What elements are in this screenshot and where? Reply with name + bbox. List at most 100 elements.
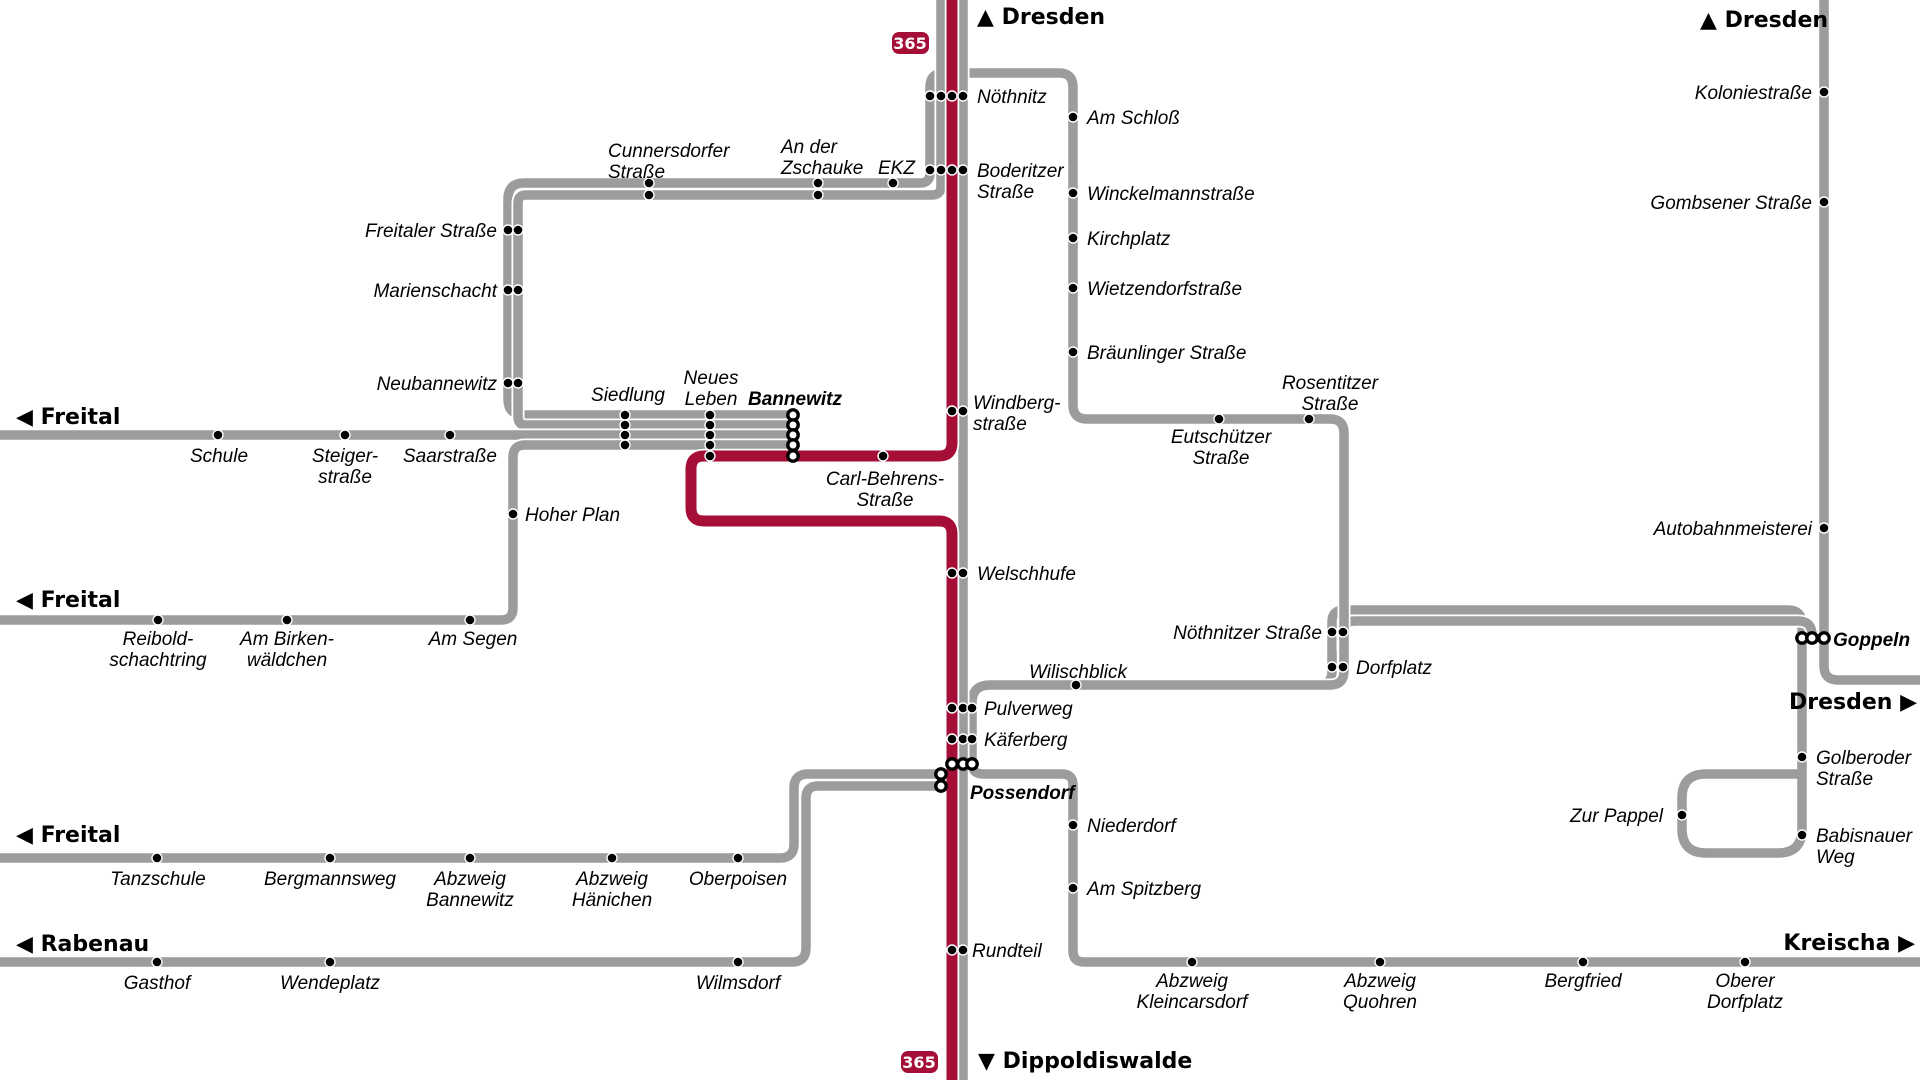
stop-dot-Rosentitzer Straße xyxy=(1303,413,1315,425)
station-label-line: Bergmannsweg xyxy=(263,869,397,890)
station-label-line: Leben xyxy=(684,389,738,410)
station-label-line: straße xyxy=(973,414,1027,435)
stop-dot-An der Zschauke xyxy=(812,189,824,201)
station-label-Saarstraße: Saarstraße xyxy=(403,446,497,467)
stop-dot-Rundteil xyxy=(957,944,969,956)
station-label-line: Boderitzer xyxy=(977,161,1064,182)
koloniestrasse-goppeln-dresden-line xyxy=(1819,0,1920,685)
terminal-ring-Possendorf xyxy=(934,779,948,793)
stop-dot-Abzweig Kleincarsdorf xyxy=(1186,956,1198,968)
station-label-Dorfplatz: Dorfplatz xyxy=(1356,658,1432,679)
stop-dot-Kirchplatz xyxy=(1067,232,1079,244)
station-label-Rosentitzer Straße: RosentitzerStraße xyxy=(1282,373,1378,415)
stop-dot-Freitaler Straße xyxy=(512,224,524,236)
stop-dot-Zur Pappel xyxy=(1676,809,1688,821)
stop-dot-Eutschützer Straße xyxy=(1213,413,1225,425)
stop-dot-Tanzschule xyxy=(151,852,163,864)
stop-dot-Nöthnitz xyxy=(924,90,936,102)
station-label-line: Schule xyxy=(189,446,249,467)
stop-dot-Cunnersdorfer Straße xyxy=(643,189,655,201)
direction-label-kreischa-right: Kreischa ▶ xyxy=(1783,931,1915,956)
station-label-Wilmsdorf: Wilmsdorf xyxy=(696,973,780,994)
station-label-Wietzendorfstraße: Wietzendorfstraße xyxy=(1087,279,1242,300)
stop-dot-Nöthnitz xyxy=(935,90,947,102)
station-label-line: Cunnersdorfer xyxy=(608,141,730,162)
station-label-line: Hänichen xyxy=(571,890,653,911)
stop-dot-Gasthof xyxy=(151,956,163,968)
stop-dot-Käferberg xyxy=(966,733,978,745)
station-label-line: Straße xyxy=(977,182,1035,203)
station-label-Am Schloß: Am Schloß xyxy=(1087,108,1180,129)
station-label-line: Nöthnitz xyxy=(977,87,1047,108)
stop-dot-Steigerstraße xyxy=(339,429,351,441)
line-number-badge: 365 xyxy=(891,32,929,54)
station-label-Neues Leben: NeuesLeben xyxy=(684,368,739,410)
station-label-line: Quohren xyxy=(1343,992,1417,1013)
station-label-Bannewitz: Bannewitz xyxy=(748,389,842,410)
stop-dot-Siedlung xyxy=(619,439,631,451)
station-label-line: Niederdorf xyxy=(1087,816,1176,837)
stop-dot-Nöthnitzer Straße xyxy=(1337,626,1349,638)
stop-dot-Gombsener Straße xyxy=(1818,196,1830,208)
station-label-Cunnersdorfer Straße: CunnersdorferStraße xyxy=(608,141,729,183)
station-label-line: schachtring xyxy=(109,650,207,671)
station-label-line: Wilmsdorf xyxy=(695,973,781,994)
station-label-line: wäldchen xyxy=(246,650,328,671)
station-label-Am Segen: Am Segen xyxy=(429,629,518,650)
station-label-line: Siedlung xyxy=(591,385,665,406)
station-label-Gasthof: Gasthof xyxy=(124,973,191,994)
stop-dot-Am Segen xyxy=(464,614,476,626)
station-label-line: Wietzendorfstraße xyxy=(1087,279,1243,300)
direction-label-freital-2: ◀ Freital xyxy=(16,588,121,613)
stop-dot-Welschhufe xyxy=(957,567,969,579)
stop-dot-Wilischblick xyxy=(1070,679,1082,691)
terminal-ring-Possendorf xyxy=(965,757,979,771)
direction-label-rabenau: ◀ Rabenau xyxy=(16,932,150,957)
stop-dot-Boderitzer Straße xyxy=(946,164,958,176)
station-label-line: Oberpoisen xyxy=(688,869,788,890)
station-label-line: Käferberg xyxy=(984,730,1068,751)
direction-label-dippoldiswalde-bottom: ▼ Dippoldiswalde xyxy=(978,1049,1193,1074)
station-label-line: Am Schloß xyxy=(1087,108,1180,129)
station-label-Abzweig Bannewitz: AbzweigBannewitz xyxy=(426,869,514,911)
station-label-Abzweig Quohren: AbzweigQuohren xyxy=(1343,971,1417,1013)
stop-dot-Niederdorf xyxy=(1067,819,1079,831)
station-label-Oberpoisen: Oberpoisen xyxy=(689,869,787,890)
station-label-Niederdorf: Niederdorf xyxy=(1087,816,1176,837)
station-label-line: Neues xyxy=(683,368,739,389)
station-label-Neubannewitz: Neubannewitz xyxy=(377,374,497,395)
station-label-Am Spitzberg: Am Spitzberg xyxy=(1087,879,1201,900)
stop-dot-Windbergstraße xyxy=(946,405,958,417)
station-label-Kirchplatz: Kirchplatz xyxy=(1087,229,1170,250)
station-label-line: Windberg- xyxy=(973,393,1061,414)
station-label-line: Babisnauer xyxy=(1816,826,1913,847)
station-label-line: Zschauke xyxy=(781,158,864,179)
stop-dot-Am Spitzberg xyxy=(1067,882,1079,894)
stop-dot-Boderitzer Straße xyxy=(935,164,947,176)
stop-dot-Am Schloß xyxy=(1067,111,1079,123)
stop-dot-Neues Leben xyxy=(704,450,716,462)
station-label-Possendorf: Possendorf xyxy=(970,783,1075,804)
station-label-line: Straße xyxy=(1816,769,1874,790)
stop-dot-Pulverweg xyxy=(946,702,958,714)
direction-label-freital-3: ◀ Freital xyxy=(16,823,121,848)
station-label-line: Freitaler Straße xyxy=(365,221,497,242)
station-label-Welschhufe: Welschhufe xyxy=(977,564,1076,585)
stop-dot-Dorfplatz xyxy=(1326,661,1338,673)
station-label-line: Kirchplatz xyxy=(1087,229,1171,250)
station-label-Bräunlinger Straße: Bräunlinger Straße xyxy=(1087,343,1246,364)
station-label-Tanzschule: Tanzschule xyxy=(110,869,205,890)
station-label-Reiboldschachtring: Reibold-schachtring xyxy=(109,629,206,671)
station-label-line: Tanzschule xyxy=(110,869,206,890)
station-label-Babisnauer Weg: BabisnauerWeg xyxy=(1816,826,1912,868)
station-label-line: Oberer xyxy=(1715,971,1775,992)
station-label-Freitaler Straße: Freitaler Straße xyxy=(365,221,497,242)
stop-dot-An der Zschauke xyxy=(812,177,824,189)
station-label-line: Straße xyxy=(856,490,914,511)
stop-dot-Abzweig Bannewitz xyxy=(464,852,476,864)
stop-dot-Babisnauer Weg xyxy=(1796,829,1808,841)
station-label-line: Pulverweg xyxy=(984,699,1073,720)
